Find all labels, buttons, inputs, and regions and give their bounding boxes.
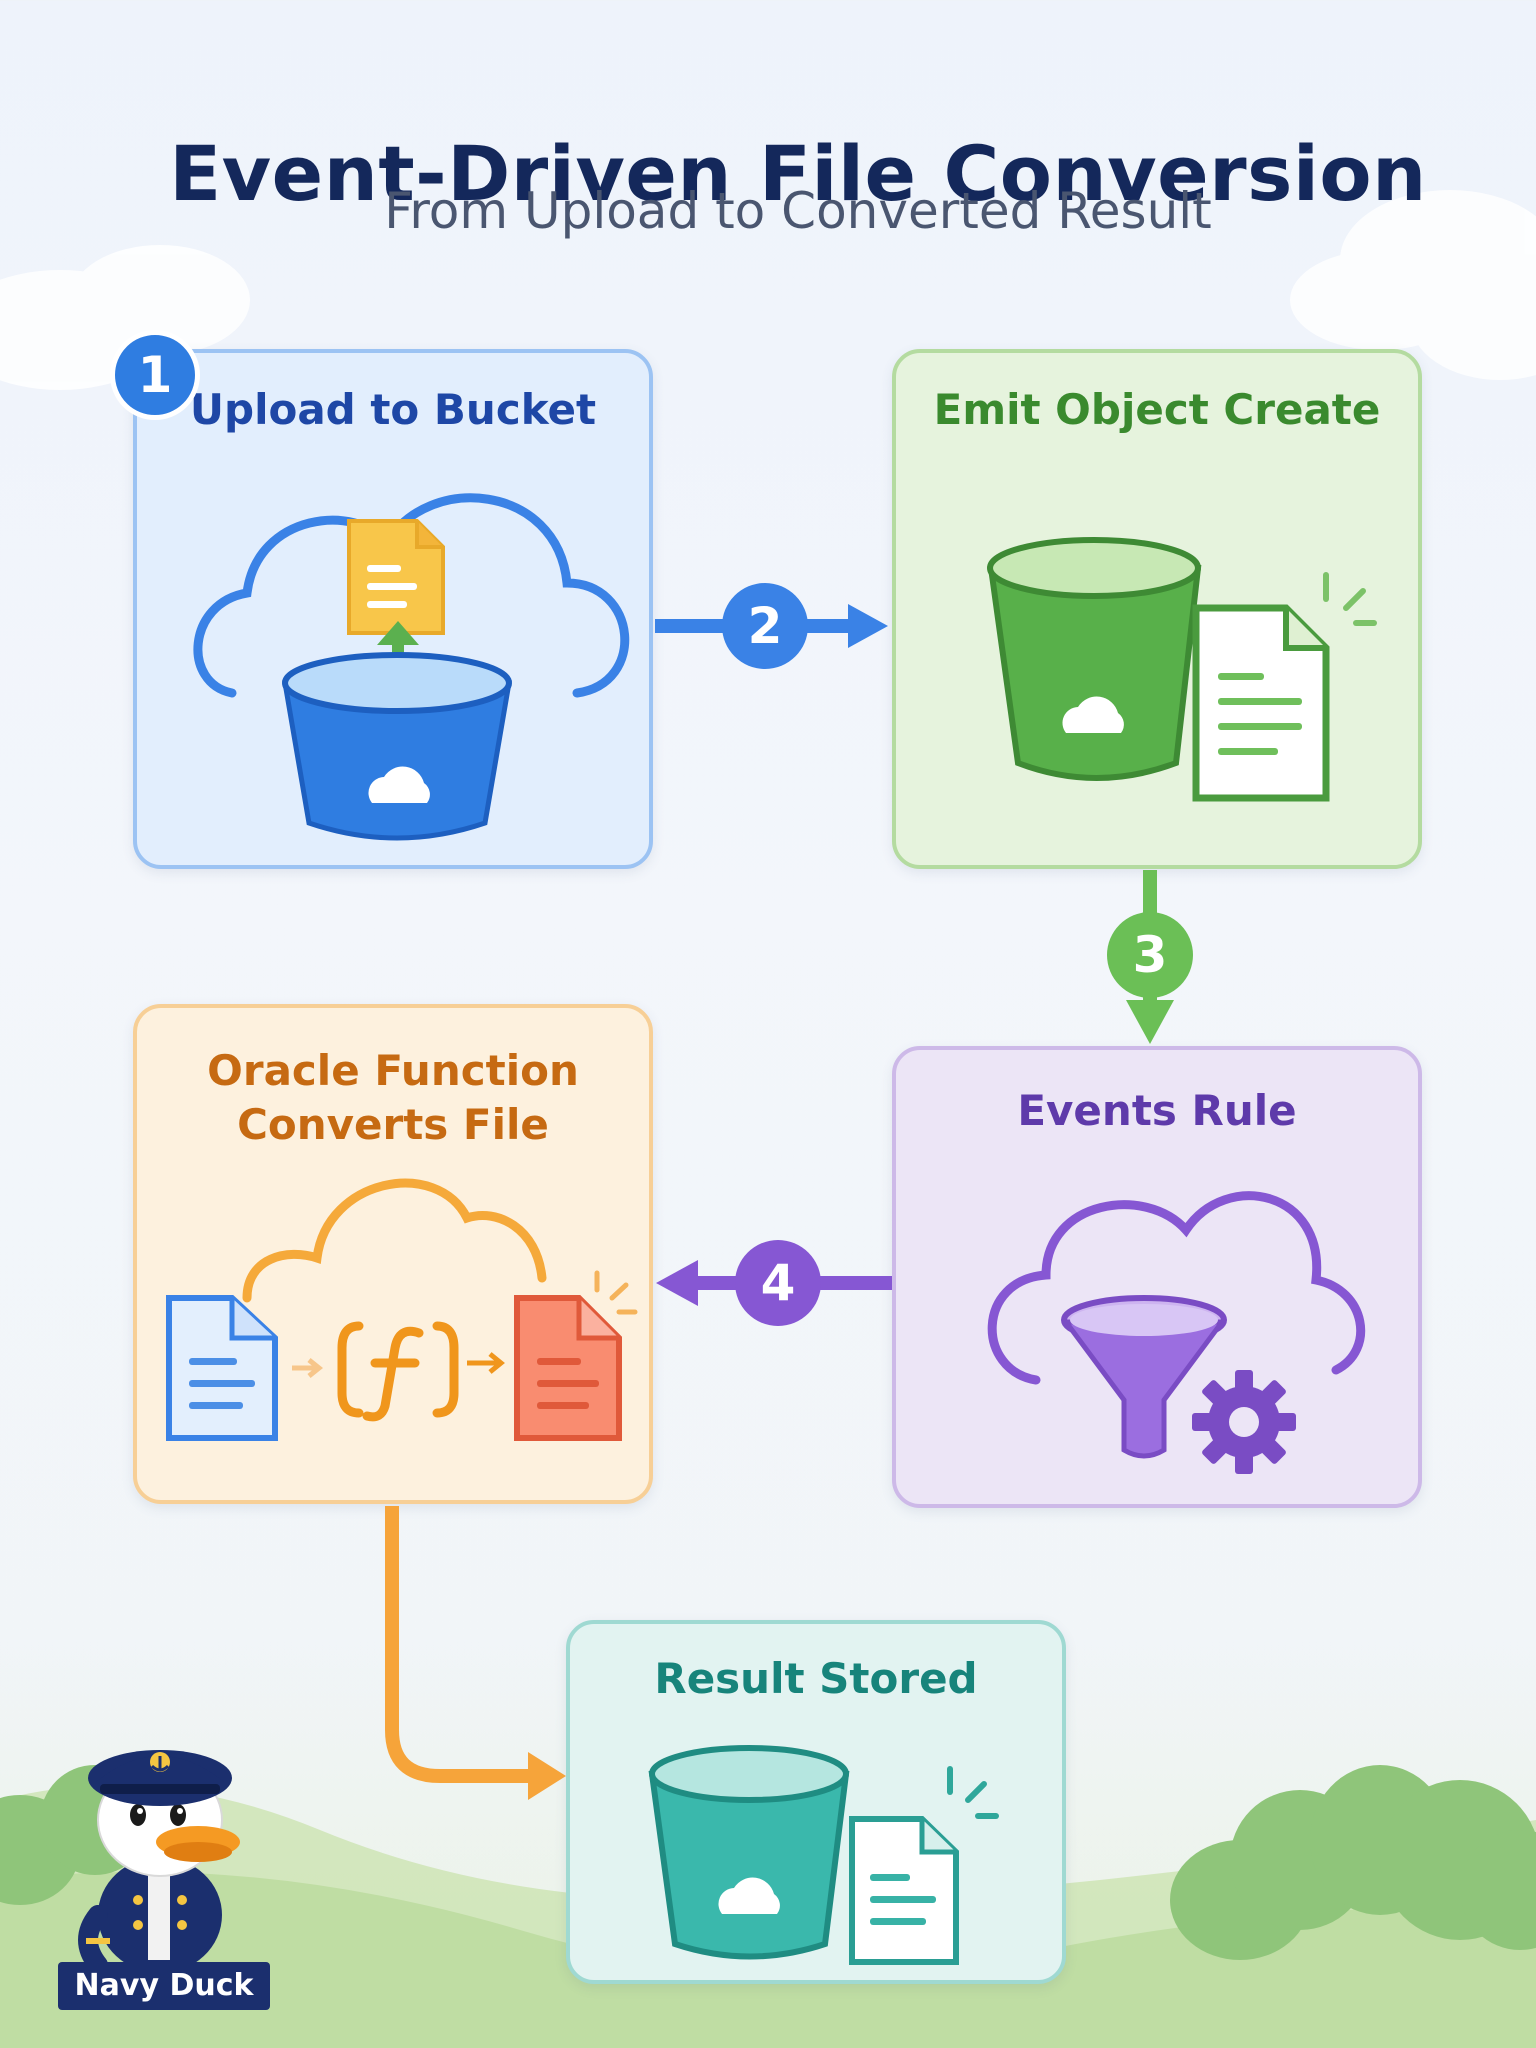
step-card-upload: Upload to Bucket <box>133 349 653 869</box>
navy-duck-mascot <box>78 1750 240 1983</box>
arrow-right-icon <box>467 1352 505 1374</box>
upload-bucket-illustration <box>193 493 630 841</box>
function-convert-illustration <box>166 1178 638 1441</box>
step-title-emit: Emit Object Create <box>933 385 1381 434</box>
emit-object-illustration <box>987 537 1377 802</box>
step-card-emit: Emit Object Create <box>892 349 1422 869</box>
step-card-function: Oracle Function Converts File <box>133 1004 653 1504</box>
page-title: Event-Driven File Conversion <box>169 128 1427 218</box>
events-rule-illustration <box>987 1191 1366 1474</box>
step-card-result: Result Stored <box>566 1620 1066 1984</box>
step-title-result: Result Stored <box>654 1654 978 1703</box>
spark-lines-icon <box>947 1766 999 1819</box>
page-subtitle: From Upload to Converted Result <box>384 182 1212 240</box>
result-stored-illustration <box>648 1745 999 1965</box>
step-title-function-line2: Converts File <box>237 1100 549 1149</box>
document-icon <box>1192 604 1330 802</box>
bucket-icon <box>282 652 512 841</box>
step-number-4: 4 <box>735 1240 821 1326</box>
source-document-icon <box>166 1295 278 1441</box>
gear-icon <box>1192 1370 1296 1474</box>
bucket-icon <box>987 537 1202 781</box>
converted-document-icon <box>514 1295 622 1441</box>
step-number-3: 3 <box>1107 912 1193 998</box>
step-title-upload: Upload to Bucket <box>189 385 597 434</box>
bucket-icon <box>648 1745 850 1960</box>
document-icon <box>347 519 445 635</box>
step-title-function-line1: Oracle Function <box>207 1046 579 1095</box>
arrow-right-icon <box>292 1358 324 1378</box>
document-icon <box>849 1816 959 1965</box>
spark-lines-icon <box>594 1270 638 1315</box>
step-card-events-rule: Events Rule <box>892 1046 1422 1508</box>
funnel-icon <box>1061 1295 1227 1459</box>
mascot-label: Navy Duck <box>58 1962 270 2010</box>
step-number-2: 2 <box>722 583 808 669</box>
function-icon <box>337 1321 459 1422</box>
step-number-1: 1 <box>110 330 200 420</box>
step-title-events-rule: Events Rule <box>1017 1086 1297 1135</box>
spark-lines-icon <box>1323 572 1377 626</box>
